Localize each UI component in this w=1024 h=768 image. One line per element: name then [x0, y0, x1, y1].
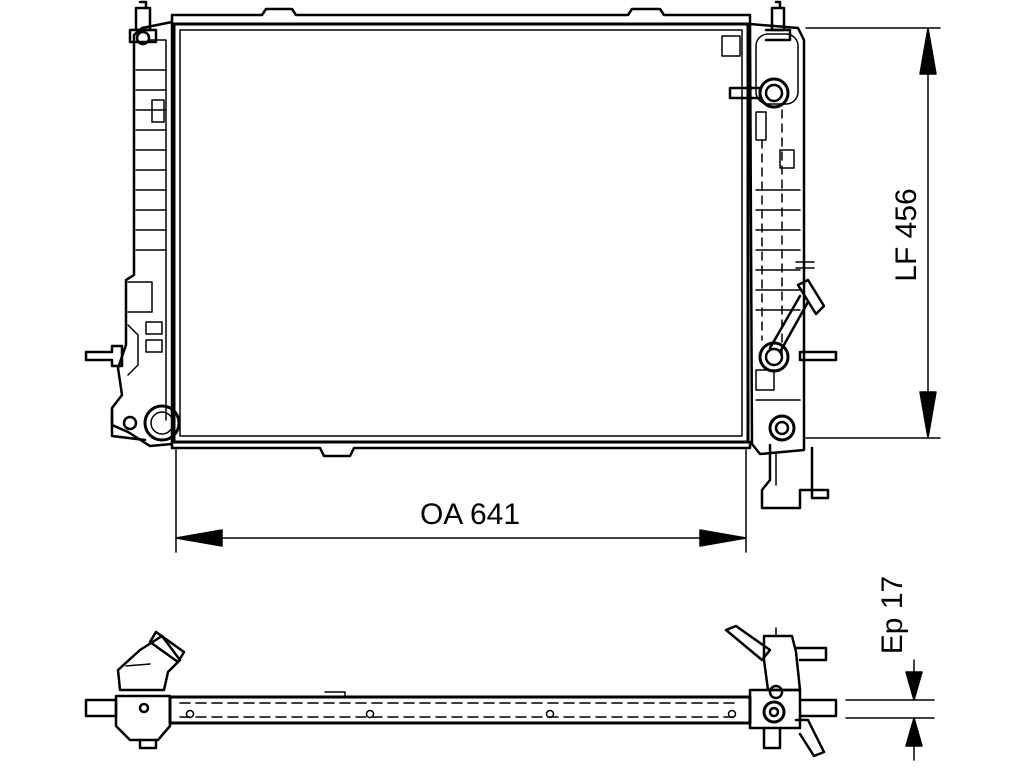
right-mounting-bolt	[764, 0, 792, 42]
right-inlet-pipe	[758, 261, 826, 373]
right-tank	[748, 22, 806, 456]
bottom-rail	[170, 440, 752, 458]
side-right-tank	[724, 624, 838, 758]
left-outlet-pipe	[110, 404, 181, 442]
radiator-side-view	[84, 624, 838, 758]
left-side-pin	[84, 344, 124, 368]
left-tank	[110, 20, 174, 448]
dimension-lines	[175, 27, 941, 761]
left-mounting-bolt	[128, 0, 158, 46]
right-lower-outlet	[760, 414, 830, 510]
right-side-pin	[798, 350, 838, 362]
core-height-label: LF 456	[890, 188, 923, 281]
radiator-front-view	[84, 0, 838, 510]
right-sensor-fitting	[721, 35, 790, 109]
side-core	[168, 695, 752, 725]
overall-width-label: OA 641	[420, 498, 520, 531]
top-rail	[170, 7, 752, 26]
core-thickness-label: Ep 17	[876, 576, 909, 654]
side-left-tank	[84, 630, 186, 750]
radiator-core-inner	[179, 29, 743, 437]
radiator-core	[172, 22, 750, 444]
